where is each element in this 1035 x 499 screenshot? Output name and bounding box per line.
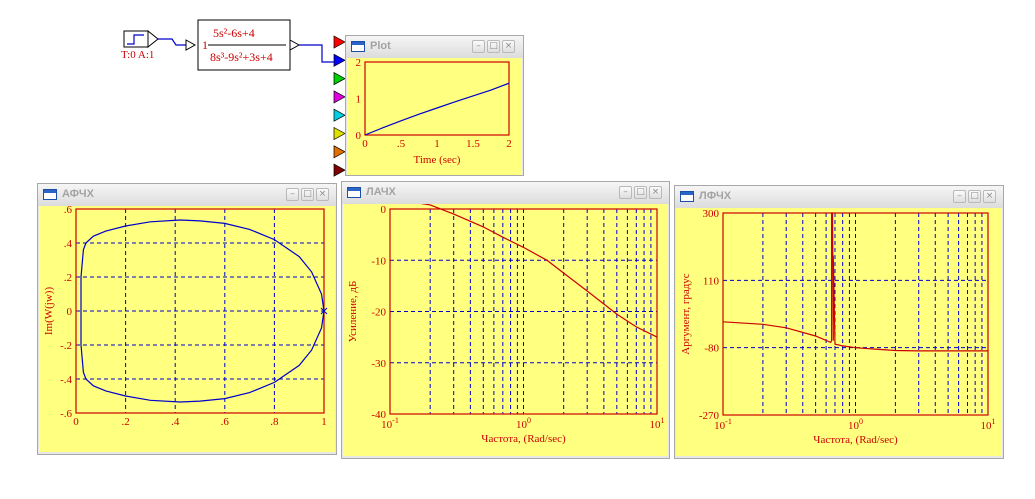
minimize-button[interactable]: – — [286, 188, 299, 201]
y-tick-label: 110 — [703, 275, 720, 287]
x-tick-label: 1 — [434, 138, 440, 150]
y-tick-label: 1 — [356, 94, 362, 106]
close-button[interactable]: × — [316, 188, 329, 201]
input-port-2 — [333, 53, 346, 67]
input-port-8 — [333, 163, 346, 177]
input-port-7 — [333, 145, 346, 159]
x-axis-label: Time (sec) — [414, 154, 461, 166]
y-tick-label: 2 — [356, 58, 362, 69]
y-tick-label: -10 — [371, 255, 386, 267]
chart-background — [347, 58, 522, 175]
input-port-6 — [333, 126, 346, 141]
y-tick-label: -40 — [371, 409, 386, 421]
block-diagram-svg — [123, 19, 336, 71]
input-port-1 — [333, 35, 346, 49]
tf-gain: 1 — [202, 38, 208, 52]
lfchx-titlebar[interactable]: ЛФЧХ – □ × — [675, 186, 1003, 208]
window-icon — [43, 189, 57, 200]
data-series-line — [420, 204, 658, 338]
y-tick-label: 300 — [703, 208, 720, 220]
tf-denominator: 8s³-9s²+3s+4 — [210, 50, 273, 64]
window-icon — [347, 187, 361, 198]
x-axis-label: Частота, (Rad/sec) — [481, 433, 566, 445]
y-tick-label: -80 — [704, 343, 719, 355]
y-tick-label: .2 — [64, 272, 72, 284]
signal-wire-2 — [299, 44, 336, 63]
start-point-marker — [320, 307, 328, 315]
window-icon — [680, 191, 694, 202]
y-tick-label: -.2 — [60, 340, 72, 352]
y-tick-label: -20 — [371, 307, 386, 319]
input-port-4 — [333, 90, 346, 104]
y-tick-label: 0 — [381, 204, 387, 216]
x-tick-label: 0 — [73, 416, 79, 428]
plot-window-title: Plot — [370, 40, 391, 52]
y-tick-label: -270 — [699, 410, 720, 422]
close-button[interactable]: × — [649, 186, 662, 199]
x-tick-label: .5 — [397, 138, 406, 150]
minimize-button[interactable]: – — [619, 186, 632, 199]
x-tick-label: 1 — [321, 416, 327, 428]
plot-frame — [389, 208, 658, 415]
x-axis-label: Частота, (Rad/sec) — [813, 434, 898, 446]
y-tick-label: -.6 — [60, 408, 72, 420]
y-axis-label: Усиление, дБ — [347, 281, 359, 343]
x-tick-label: .4 — [171, 416, 180, 428]
port-triangles — [333, 35, 346, 177]
minimize-button[interactable]: – — [472, 40, 485, 53]
plot-input-ports — [333, 34, 347, 178]
lachx-window-title: ЛАЧХ — [366, 186, 396, 198]
close-button[interactable]: × — [983, 190, 996, 203]
y-tick-label: .6 — [64, 206, 73, 216]
window-icon — [351, 41, 365, 52]
maximize-button[interactable]: □ — [634, 186, 647, 199]
input-port-5 — [333, 108, 346, 122]
y-tick-label: .4 — [64, 238, 73, 250]
x-tick-label: 2 — [506, 138, 512, 150]
lachx-titlebar[interactable]: ЛАЧХ – □ × — [342, 182, 669, 204]
data-series-line — [722, 212, 988, 352]
tf-output-port — [289, 39, 301, 51]
plot-frame — [364, 61, 510, 136]
data-series-line — [80, 219, 325, 403]
step-source-block[interactable] — [123, 29, 159, 49]
y-axis-label: Аргумент, градус — [680, 273, 692, 355]
step-source-label: T:0 A:1 — [121, 49, 155, 61]
afchx-window-title: АФЧХ — [62, 188, 94, 200]
tf-input-port — [185, 39, 197, 51]
y-tick-label: 0 — [67, 306, 73, 318]
data-series-line — [364, 82, 510, 136]
close-button[interactable]: × — [502, 40, 515, 53]
signal-wire-1 — [158, 38, 186, 46]
maximize-button[interactable]: □ — [487, 40, 500, 53]
afchx-titlebar[interactable]: АФЧХ – □ × — [38, 184, 336, 206]
maximize-button[interactable]: □ — [968, 190, 981, 203]
block-diagram: T:0 A:1 1 5s²-6s+4 8s³-9s²+3s+4 — [110, 14, 350, 74]
x-tick-label: 0 — [362, 138, 368, 150]
x-tick-label: .2 — [121, 416, 129, 428]
y-axis-label: Im(W(jw)) — [43, 287, 55, 336]
y-tick-label: 0 — [356, 130, 362, 142]
y-tick-label: -30 — [371, 358, 386, 370]
plot-frame — [722, 212, 989, 416]
x-tick-label: 1.5 — [466, 138, 480, 150]
maximize-button[interactable]: □ — [301, 188, 314, 201]
input-port-3 — [333, 72, 346, 86]
x-tick-label: .6 — [221, 416, 230, 428]
y-tick-label: -.4 — [60, 374, 72, 386]
lfchx-window-title: ЛФЧХ — [699, 190, 732, 202]
plot-titlebar[interactable]: Plot – □ × — [346, 36, 523, 58]
x-tick-label: .8 — [270, 416, 279, 428]
minimize-button[interactable]: – — [953, 190, 966, 203]
tf-numerator: 5s²-6s+4 — [213, 26, 255, 40]
